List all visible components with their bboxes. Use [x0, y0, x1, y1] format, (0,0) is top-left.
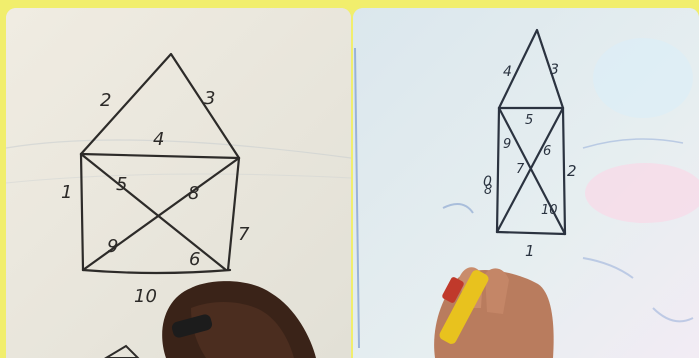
left-label-5: 5 [116, 174, 127, 195]
right-label-7: 7 [516, 162, 525, 177]
right-label-6: 6 [543, 144, 551, 159]
left-label-9: 9 [107, 236, 118, 257]
left-label-1: 1 [61, 182, 72, 203]
left-label-8: 8 [188, 183, 199, 204]
right-label-3: 3 [550, 62, 559, 78]
right-label-9: 9 [503, 137, 511, 152]
right-label-1: 1 [525, 242, 535, 260]
left-drawing: 1 2 3 4 5 6 7 8 9 10 [6, 8, 351, 358]
left-label-10: 10 [134, 286, 157, 307]
left-whiteboard-panel: 1 2 3 4 5 6 7 8 9 10 [6, 8, 351, 358]
left-label-7: 7 [238, 224, 250, 245]
right-label-2: 2 [567, 162, 577, 180]
right-whiteboard-panel: 0 1 2 3 4 5 6 7 8 9 10 [353, 8, 699, 358]
left-label-3: 3 [204, 88, 215, 109]
right-label-10: 10 [541, 203, 558, 218]
left-label-6: 6 [189, 249, 200, 270]
right-drawing: 0 1 2 3 4 5 6 7 8 9 10 [353, 8, 699, 358]
right-label-5: 5 [525, 113, 533, 128]
left-label-2: 2 [100, 90, 111, 111]
right-label-4: 4 [503, 64, 512, 80]
left-label-4: 4 [153, 129, 164, 150]
right-label-8: 8 [484, 183, 492, 198]
